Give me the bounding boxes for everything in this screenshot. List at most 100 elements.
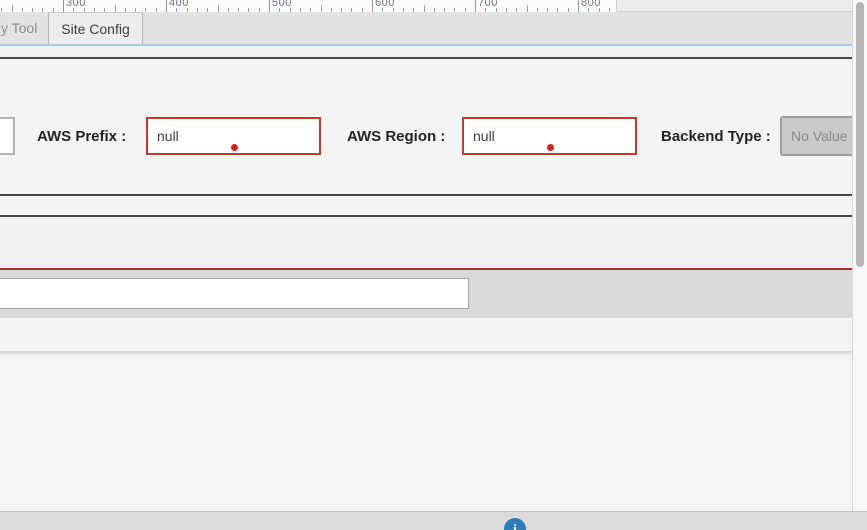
ruler-tick	[155, 8, 157, 12]
aws-region-label: AWS Region :	[347, 127, 446, 145]
ruler-tick	[258, 8, 260, 12]
ruler-tick	[464, 8, 466, 12]
ruler-tick	[392, 8, 394, 12]
ruler-tick	[557, 8, 559, 12]
ruler-tick	[372, 0, 373, 12]
spacer-strip	[0, 46, 852, 57]
aws-region-field-wrap	[462, 117, 637, 155]
ruler-tick	[351, 8, 353, 12]
ruler-tick	[93, 8, 95, 12]
ruler-tick	[475, 0, 476, 12]
tab-y-tool-label: y Tool	[1, 20, 38, 36]
ruler-tick	[21, 8, 23, 12]
ruler-label: 800	[581, 0, 601, 9]
ruler-tick	[578, 0, 579, 12]
ruler-tick	[196, 8, 198, 12]
input-toolbar-band	[0, 270, 852, 318]
validation-error-dot	[230, 144, 238, 151]
section-divider-mid-2	[0, 215, 852, 217]
ruler-tick	[207, 8, 209, 12]
ruler-tick	[248, 8, 250, 12]
ruler-tick	[423, 5, 425, 12]
ruler-tick	[444, 8, 446, 12]
ruler-tick	[536, 8, 538, 12]
ruler-tick	[186, 8, 188, 12]
status-bar: i	[0, 511, 867, 530]
aws-prefix-field-wrap	[146, 117, 321, 155]
red-section-divider	[0, 268, 852, 270]
ruler-tick	[63, 0, 64, 12]
ruler-tick	[217, 5, 219, 12]
backend-type-value-box[interactable]: No Value	[780, 116, 858, 156]
ruler-label: 700	[478, 0, 498, 9]
ruler-tick	[413, 8, 415, 12]
aws-prefix-label: AWS Prefix :	[37, 127, 127, 145]
ruler-tick	[382, 8, 384, 12]
ruler-tick	[279, 8, 281, 12]
spacer-strip	[0, 217, 852, 268]
site-config-form: AWS Prefix : AWS Region : Backend Type :…	[0, 59, 858, 194]
info-glyph: i	[513, 521, 517, 530]
tab-y-tool[interactable]: y Tool	[0, 12, 48, 44]
ruler-label: 500	[272, 0, 292, 9]
ruler-tick	[104, 8, 106, 12]
ruler-tick	[52, 8, 54, 12]
ruler-tick	[42, 8, 44, 12]
ruler-tick	[454, 8, 456, 12]
ruler-tick	[495, 8, 497, 12]
info-icon[interactable]: i	[504, 518, 526, 530]
ruler-tick	[238, 8, 240, 12]
ruler-tick	[1, 8, 3, 12]
ruler-tick	[567, 8, 569, 12]
section-divider-mid-1	[0, 194, 852, 196]
ruler-tick	[526, 5, 528, 12]
ruler-tick	[516, 8, 518, 12]
ruler-tick	[299, 8, 301, 12]
ruler-tick	[166, 0, 167, 12]
ruler-tick	[269, 0, 270, 12]
ruler-tick	[135, 8, 137, 12]
ruler-tick	[73, 8, 75, 12]
ruler-tick	[505, 8, 507, 12]
ruler-tick	[547, 8, 549, 12]
spacer-strip	[0, 318, 852, 351]
ruler-tick	[485, 8, 487, 12]
section-divider-top	[0, 57, 852, 59]
ruler-label: 400	[169, 0, 189, 9]
ruler-tick	[114, 5, 116, 12]
ruler-track: 300 400 500 600 700 800	[0, 0, 617, 12]
ruler-tick	[588, 8, 590, 12]
ruler-tick	[320, 5, 322, 12]
backend-type-value: No Value	[791, 128, 848, 144]
ruler-tick	[402, 8, 404, 12]
aws-region-input[interactable]	[462, 117, 637, 155]
spacer-strip	[0, 196, 852, 215]
validation-error-dot	[546, 144, 554, 151]
lower-content-panel	[0, 351, 852, 511]
tab-bar: y Tool Site Config	[0, 12, 852, 44]
ruler-tick	[330, 8, 332, 12]
ruler-tick	[341, 8, 343, 12]
ruler-tick	[32, 8, 34, 12]
ruler-tick	[11, 5, 13, 12]
left-partial-input[interactable]	[0, 117, 15, 155]
ruler-label: 300	[66, 0, 86, 9]
aws-prefix-input[interactable]	[146, 117, 321, 155]
scrollbar-thumb[interactable]	[856, 2, 864, 267]
ruler-label: 600	[375, 0, 395, 9]
vertical-scrollbar[interactable]	[852, 0, 867, 511]
ruler-tick	[361, 8, 363, 12]
wide-text-input[interactable]	[0, 278, 469, 309]
horizontal-ruler: 300 400 500 600 700 800	[0, 0, 852, 12]
tab-site-config-label: Site Config	[61, 20, 130, 37]
ruler-tick	[433, 8, 435, 12]
backend-type-label: Backend Type :	[661, 127, 771, 145]
ruler-tick	[124, 8, 126, 12]
tab-site-config[interactable]: Site Config	[48, 12, 143, 44]
ruler-tick	[289, 8, 291, 12]
ruler-tick	[83, 8, 85, 12]
ruler-tick	[310, 8, 312, 12]
ruler-tick	[145, 8, 147, 12]
ruler-tick	[608, 8, 610, 12]
